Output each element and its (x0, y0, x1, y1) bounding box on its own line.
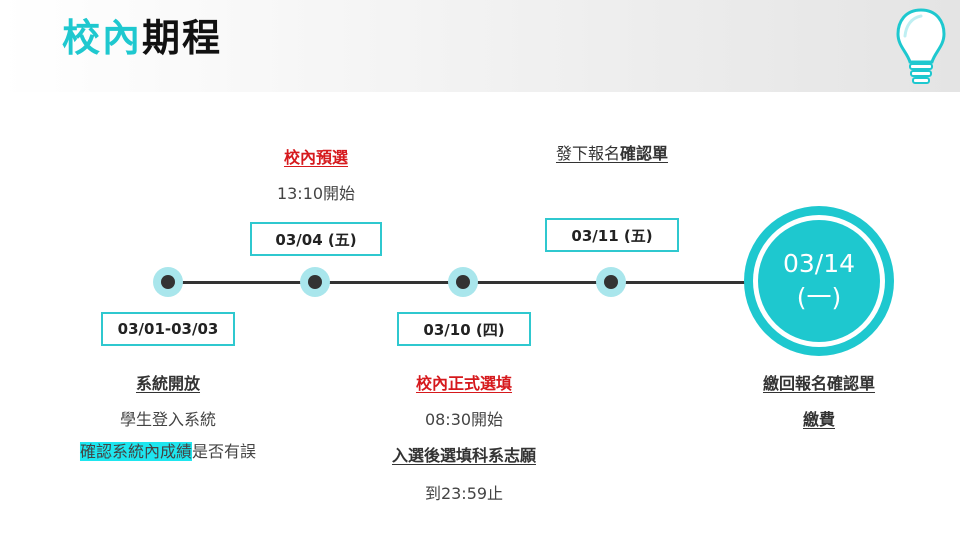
timeline-node-2 (300, 267, 330, 297)
event-formal-time: 08:30開始 (424, 410, 504, 429)
event-open-title: 系統開放 (135, 374, 201, 393)
timeline-dot (308, 275, 322, 289)
event-open-line2-rest: 是否有誤 (192, 442, 257, 461)
date-box-0304: 03/04 (五) (250, 222, 382, 256)
final-date: 03/14 (782, 249, 856, 278)
event-issue-title: 發下報名確認單 (556, 140, 668, 164)
final-date-circle: 03/14 (一) (744, 206, 894, 356)
final-weekday: (一) (796, 283, 842, 312)
event-open-line2: 確認系統內成績是否有誤 (79, 438, 257, 462)
event-pre-time: 13:10開始 (276, 184, 356, 203)
event-formal-line2: 入選後選填科系志願 (391, 446, 537, 465)
timeline-dot (456, 275, 470, 289)
event-formal-line3: 到23:59止 (424, 484, 504, 503)
page-title: 校內期程 (62, 12, 222, 64)
lightbulb-icon (896, 8, 946, 84)
timeline-node-4 (596, 267, 626, 297)
title-accent: 校內 (62, 16, 143, 60)
event-return-line1: 繳回報名確認單 (762, 374, 876, 393)
date-box-0311: 03/11 (五) (545, 218, 679, 252)
event-formal-title: 校內正式選填 (415, 374, 513, 393)
date-box-0310: 03/10 (四) (397, 312, 531, 346)
timeline-dot (161, 275, 175, 289)
date-box-0301-0303: 03/01-03/03 (101, 312, 235, 346)
highlighted-text: 確認系統內成績 (79, 442, 192, 461)
timeline-node-3 (448, 267, 478, 297)
event-issue-title-part2: 確認單 (620, 144, 669, 163)
event-issue-title-part1: 發下報名 (555, 144, 620, 163)
event-return-line2: 繳費 (802, 410, 836, 429)
header-banner: 校內期程 (0, 0, 960, 92)
final-date-inner: 03/14 (一) (758, 220, 880, 342)
timeline-node-1 (153, 267, 183, 297)
timeline-dot (604, 275, 618, 289)
event-open-line1: 學生登入系統 (119, 410, 217, 429)
title-rest: 期程 (142, 16, 223, 60)
event-pre-title: 校內預選 (283, 148, 349, 167)
